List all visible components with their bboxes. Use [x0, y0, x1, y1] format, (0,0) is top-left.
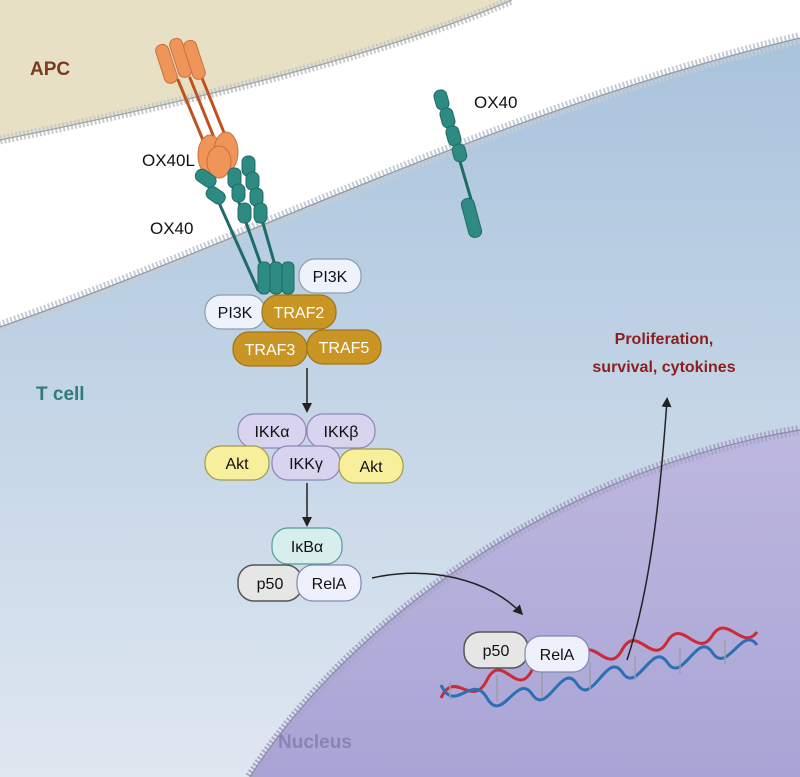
ikb-alpha-label: IκBα: [291, 539, 323, 556]
dna-strand-blue: [439, 638, 759, 708]
p50-cyto-label: p50: [257, 576, 284, 593]
akt-left-node: [204, 445, 270, 481]
ox40l-label: OX40L: [142, 151, 195, 170]
pi3k-top-node: [298, 258, 362, 294]
traf-complex: PI3K PI3K TRAF2 TRAF3 TRAF5: [204, 258, 382, 367]
traf5-node: [306, 329, 382, 365]
ox40-bound-trimer: [194, 155, 295, 295]
ox40-bound-label: OX40: [150, 219, 193, 238]
akt-left-label: Akt: [225, 456, 249, 473]
pi3k-top-label: PI3K: [313, 269, 348, 286]
rela-cyto-node: [296, 564, 362, 602]
traf2-label: TRAF2: [274, 305, 325, 322]
outcome-line-1: Proliferation,: [615, 331, 714, 348]
ox40-free-label: OX40: [474, 93, 517, 112]
ikk-beta-label: IKKβ: [324, 424, 359, 441]
pi3k-left-label: PI3K: [218, 305, 253, 322]
nfkb-nuclear-complex: p50 RelA: [463, 631, 590, 673]
outcome-line-2: survival, cytokines: [592, 359, 735, 376]
nfkb-cytoplasmic-complex: IκBα p50 RelA: [237, 527, 362, 602]
akt-right-node: [338, 448, 404, 484]
ox40l-trimer: [155, 37, 239, 179]
dna-helix: [439, 626, 759, 708]
traf5-label: TRAF5: [319, 340, 370, 357]
akt-right-label: Akt: [359, 459, 383, 476]
ikk-alpha-node: [237, 413, 307, 449]
ikk-beta-node: [306, 413, 376, 449]
tcell-label: T cell: [36, 384, 85, 405]
apc-cell: [0, 0, 512, 140]
ox40-free: [433, 89, 483, 239]
nucleus: [250, 430, 800, 777]
p50-nuc-label: p50: [483, 643, 510, 660]
dna-strand-red: [439, 626, 759, 699]
ikk-gamma-label: IKKγ: [289, 456, 323, 473]
apc-label: APC: [30, 59, 70, 80]
nucleus-label: Nucleus: [278, 732, 352, 753]
arrow-to-outcome: [626, 397, 672, 661]
traf3-label: TRAF3: [245, 342, 296, 359]
rela-cyto-label: RelA: [312, 576, 347, 593]
arrow-nfkb-translocation: [371, 572, 524, 616]
rela-nuc-node: [524, 635, 590, 673]
ikb-alpha-node: [271, 527, 343, 565]
ikk-complex: IKKα IKKβ Akt IKKγ Akt: [204, 413, 404, 484]
rela-nuc-label: RelA: [540, 647, 575, 664]
ikk-alpha-label: IKKα: [254, 424, 289, 441]
traf2-node: [261, 294, 337, 330]
